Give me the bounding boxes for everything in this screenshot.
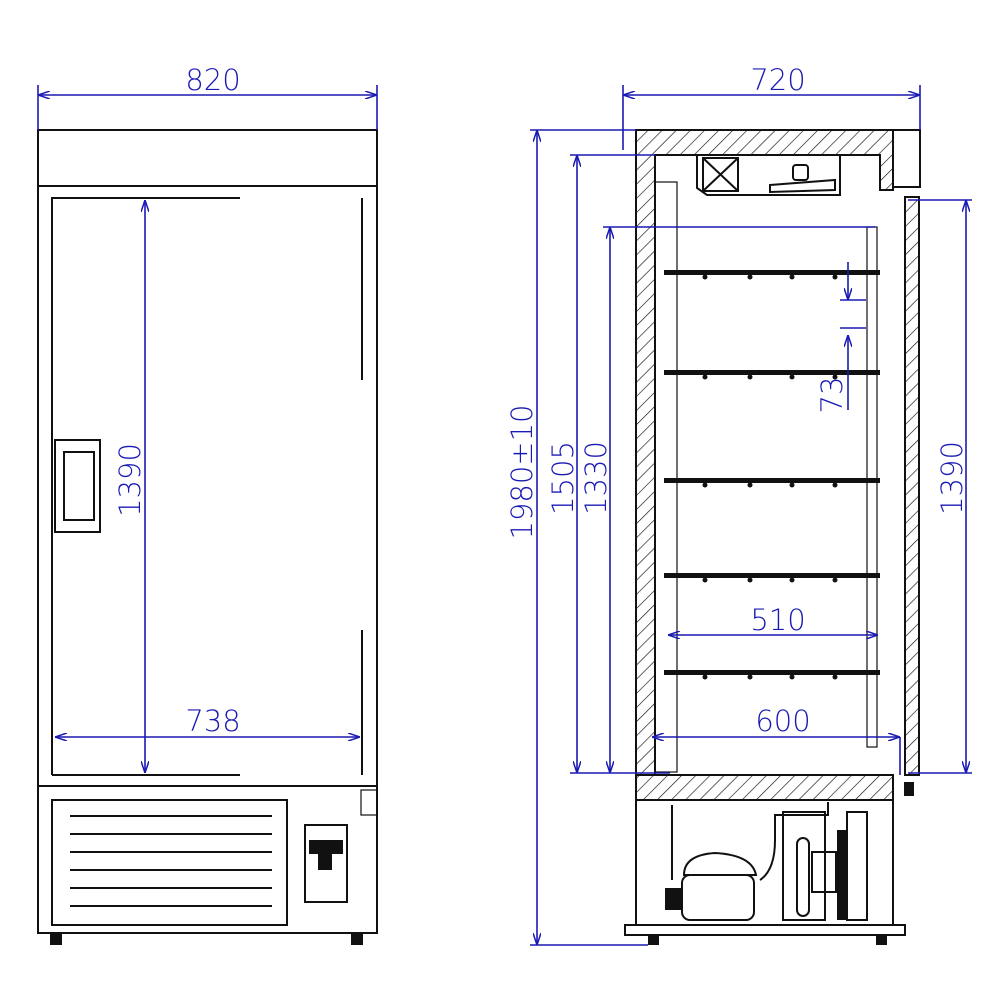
shelf xyxy=(664,670,880,680)
shelf xyxy=(664,573,880,583)
dim-door-height: 1390 xyxy=(113,443,147,517)
shelf-rail xyxy=(866,226,878,748)
dim-door-inner-width: 738 xyxy=(185,704,240,738)
base-section xyxy=(37,785,378,934)
base-frame xyxy=(624,924,906,936)
foot-right xyxy=(876,935,887,945)
dim-line-shelf-pitch xyxy=(840,262,866,410)
evaporator-unit xyxy=(696,155,841,196)
foot-left xyxy=(648,935,659,945)
hinge xyxy=(360,789,378,816)
dim-interior-height: 1505 xyxy=(546,441,580,515)
door-handle xyxy=(54,439,101,533)
dim-shelf-zone-height: 1330 xyxy=(579,441,613,515)
dim-width-overall: 820 xyxy=(185,63,240,97)
condenser xyxy=(759,802,868,921)
foot-left xyxy=(50,933,62,945)
dim-interior-depth: 600 xyxy=(755,704,810,738)
dim-shelf-pitch: 73 xyxy=(815,377,849,414)
shelf xyxy=(664,270,880,280)
canopy xyxy=(37,129,378,187)
shelf xyxy=(664,370,880,380)
door-section xyxy=(904,196,920,776)
grille-louvers xyxy=(70,815,272,907)
door xyxy=(37,185,378,787)
floor-insulation xyxy=(635,774,894,801)
compressor xyxy=(665,805,758,921)
shelf xyxy=(664,478,880,488)
foot-right xyxy=(351,933,363,945)
canopy-section xyxy=(892,129,921,188)
front-view: 820 1390 738 xyxy=(37,63,378,945)
rear-rail xyxy=(654,181,678,773)
dim-height-overall: 1980±10 xyxy=(505,404,539,539)
side-view: 720 1980±10 1505 1330 1390 73 510 600 xyxy=(505,63,972,946)
shelves xyxy=(664,270,880,680)
ventilation-grille xyxy=(51,799,288,926)
door-hinge xyxy=(904,782,914,796)
control-panel xyxy=(304,824,348,903)
door-glass-corners xyxy=(51,197,363,776)
dim-door-opening-height: 1390 xyxy=(935,441,969,515)
dim-depth-overall: 720 xyxy=(750,63,805,97)
dim-shelf-depth: 510 xyxy=(750,603,805,637)
